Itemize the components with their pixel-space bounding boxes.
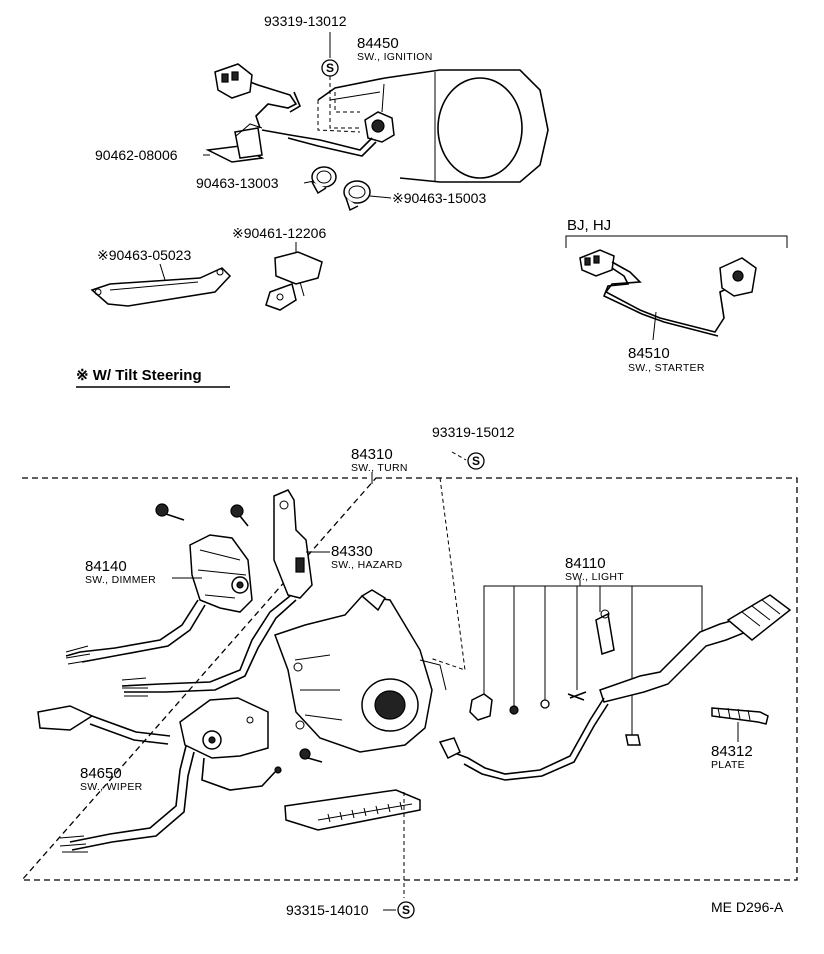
leader-93319-15012 [451, 451, 467, 461]
connector-block [284, 789, 421, 898]
label-93315-14010: 93315-14010 [286, 902, 369, 918]
standard-part-s-mark-2 [467, 452, 485, 470]
label-84312: 84312 [711, 743, 753, 760]
turn-switch-assembly-outline [20, 477, 798, 881]
label-84140: 84140 [85, 558, 127, 575]
leader-dashed-screw [329, 76, 362, 129]
diagram-reference-code: ME D296-A [711, 899, 784, 915]
label-84330-desc: SW., HAZARD [331, 559, 403, 571]
label-84650-desc: SW., WIPER [80, 781, 143, 793]
ignition-harness [214, 63, 302, 129]
label-bj-hj: BJ, HJ [567, 217, 611, 234]
label-84110-desc: SW., LIGHT [565, 571, 624, 583]
label-84510-desc: SW., STARTER [628, 362, 705, 374]
label-84312-desc: PLATE [711, 759, 745, 771]
bracket-90462-08006 [205, 123, 265, 163]
label-93319-15012: 93319-15012 [432, 424, 515, 440]
leader-90463-13003 [303, 180, 315, 184]
bracket-90461-12206 [265, 251, 323, 311]
clamp-90463-15003 [343, 180, 371, 212]
label-84330: 84330 [331, 543, 373, 560]
screws-top [155, 503, 249, 527]
label-90463-13003: 90463-13003 [196, 175, 279, 191]
turn-switch-body-84310 [274, 589, 447, 753]
plate-84312 [711, 707, 769, 742]
standard-part-s-mark-3 [397, 901, 415, 919]
s-mark-text-2: S [472, 454, 480, 468]
bracket-90463-05023 [90, 267, 232, 307]
label-90461-12206: ※90461-12206 [232, 225, 326, 241]
label-90463-05023: ※90463-05023 [97, 247, 191, 263]
steering-column-housing [317, 69, 549, 183]
label-84450: 84450 [357, 35, 399, 52]
light-switch-84110 [438, 580, 792, 781]
leader-90463-15003 [369, 195, 392, 199]
dimmer-switch-84140 [65, 534, 253, 665]
starter-switch-group [565, 235, 788, 341]
label-84310: 84310 [351, 446, 393, 463]
s-mark-text-3: S [402, 903, 410, 917]
label-84510: 84510 [628, 345, 670, 362]
label-84140-desc: SW., DIMMER [85, 574, 156, 586]
leader-dashed-turn [429, 477, 466, 671]
label-84450-desc: SW., IGNITION [357, 51, 433, 63]
label-93319-13012: 93319-13012 [264, 13, 347, 29]
leader-90463-05023 [159, 263, 166, 281]
label-84110: 84110 [565, 555, 606, 572]
tilt-steering-note: ※ W/ Tilt Steering [76, 367, 202, 384]
ignition-switch-84450 [261, 83, 395, 157]
clamp-90463-13003 [311, 166, 337, 195]
label-90462-08006: 90462-08006 [95, 147, 178, 163]
wiper-switch-84650 [37, 697, 282, 853]
hazard-switch-84330 [121, 489, 313, 697]
s-mark-text: S [326, 61, 334, 75]
label-84310-desc: SW., TURN [351, 462, 408, 474]
label-84650: 84650 [80, 765, 122, 782]
screw-bottom [299, 748, 323, 763]
label-90463-15003: ※90463-15003 [392, 190, 486, 206]
